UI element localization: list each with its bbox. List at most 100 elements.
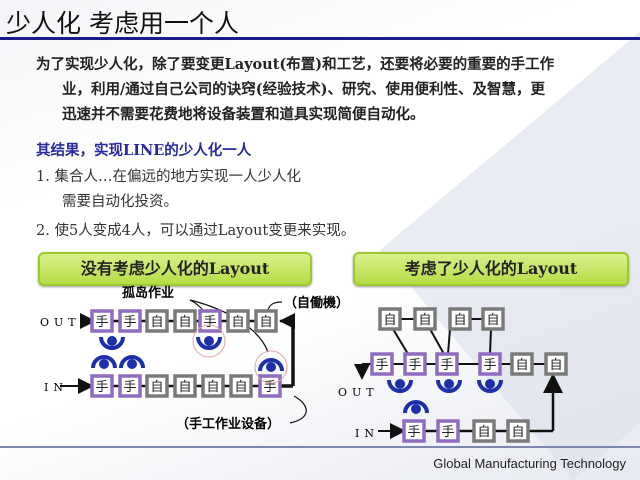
footer-text: Global Manufacturing Technology (433, 456, 626, 471)
auto-machine-box (510, 352, 534, 376)
list-item: 1. 集合人…在偏远的地方实现一人少人化 (36, 169, 301, 185)
station-label: 手 (408, 358, 421, 373)
station-label: 手 (95, 315, 108, 330)
intro-line: 为了实现少人化，除了要变更Layout(布置)和工艺，还要将必要的重要的手工作 (36, 56, 555, 73)
auto-machine-box (201, 374, 225, 398)
station-label: 手 (95, 380, 108, 395)
worker-icon (196, 336, 222, 350)
isolated-work-label: 孤岛作业 (122, 285, 174, 301)
worker-icon (99, 336, 125, 350)
auto-machine-box (229, 374, 253, 398)
list-item-continuation: 需要自动化投资。 (62, 194, 178, 210)
intro-line: 迅速并不需要花费地将设备装置和道具实现简便自动化。 (62, 106, 425, 123)
auto-machine-box (472, 419, 496, 443)
auto-machine-box (173, 374, 197, 398)
manual-station-box (478, 352, 502, 376)
left-out-label: OUT (40, 316, 81, 329)
worker-icon (444, 379, 454, 389)
connector-line (489, 328, 492, 355)
manual-station-box (90, 309, 114, 333)
auto-machine-box (226, 309, 250, 333)
station-label: 自 (549, 358, 562, 373)
station-label: 手 (440, 358, 453, 373)
station-label: 自 (477, 425, 490, 440)
station-label: 自 (511, 425, 524, 440)
highlight-circle (254, 350, 288, 384)
station-label: 手 (123, 315, 136, 330)
worker-icon (119, 355, 145, 369)
auto-machine-box (544, 352, 568, 376)
worker-icon (107, 336, 117, 346)
title-divider (0, 37, 640, 40)
worker-icon (266, 362, 276, 372)
intro-paragraph: 为了实现少人化，除了要变更Layout(布置)和工艺，还要将必要的重要的手工作 … (36, 52, 626, 127)
worker-icon (395, 379, 405, 389)
station-label: 自 (206, 380, 219, 395)
manual-station-box (118, 374, 142, 398)
station-label: 自 (178, 380, 191, 395)
worker-icon (204, 336, 214, 346)
connector-line (392, 328, 409, 355)
auto-machine-box (145, 374, 169, 398)
station-label: 手 (203, 315, 216, 330)
worker-icon (99, 359, 109, 369)
station-label: 自 (383, 313, 396, 328)
manual-station-box (370, 352, 394, 376)
worker-icon (403, 400, 429, 414)
manual-station-box (258, 374, 282, 398)
station-label: 自 (150, 315, 163, 330)
station-label: 自 (259, 315, 272, 330)
station-label: 自 (231, 315, 244, 330)
auto-machine-box (173, 309, 197, 333)
auto-machine-box (481, 307, 505, 331)
connector-line (447, 328, 451, 355)
auto-machine-box (413, 307, 437, 331)
auto-machine-box (448, 307, 472, 331)
slide-title: 少人化 考虑用一个人 (6, 9, 239, 38)
worker-icon (387, 379, 413, 393)
result-heading: 其结果，实现LINE的少人化一人 (36, 142, 252, 159)
station-label: 手 (263, 380, 276, 395)
station-label: 自 (418, 313, 431, 328)
station-label: 自 (234, 380, 247, 395)
auto-machine-box (378, 307, 402, 331)
station-label: 手 (441, 425, 454, 440)
auto-machine-box (145, 309, 169, 333)
left-in-label: IN (44, 381, 68, 394)
footer-divider (0, 446, 640, 448)
callout-line (267, 301, 283, 311)
highlight-circle (192, 324, 226, 358)
manual-station-box (435, 352, 459, 376)
station-label: 自 (515, 358, 528, 373)
worker-icon (436, 379, 462, 393)
manual-equipment-label: （手工作业设备） (176, 416, 280, 432)
station-label: 手 (123, 380, 136, 395)
worker-icon (91, 355, 117, 369)
station-label: 手 (407, 425, 420, 440)
intro-line: 业，利用/通过自己公司的诀窍(经验技术)、研究、使用便利性、及智慧，更 (62, 81, 546, 98)
auto-machine-box (254, 309, 278, 333)
connector-line (429, 328, 445, 355)
manual-station-box (90, 374, 114, 398)
worker-icon (258, 358, 284, 372)
station-label: 自 (453, 313, 466, 328)
right-layout-heading: 考虑了少人化的Layout (353, 252, 629, 286)
manual-station-box (436, 419, 460, 443)
callout-line (289, 395, 307, 424)
right-out-label: OUT (338, 386, 379, 399)
list-item: 2. 使5人变成4人，可以通过Layout变更来实现。 (36, 223, 356, 239)
station-label: 手 (483, 358, 496, 373)
station-label: 自 (150, 380, 163, 395)
worker-icon (485, 379, 495, 389)
manual-station-box (402, 419, 426, 443)
manual-station-box (118, 309, 142, 333)
worker-icon (127, 359, 137, 369)
manual-station-box (403, 352, 427, 376)
station-label: 自 (486, 313, 499, 328)
worker-icon (411, 404, 421, 414)
station-label: 自 (178, 315, 191, 330)
right-in-label: IN (355, 427, 379, 440)
station-label: 手 (375, 358, 388, 373)
worker-icon (477, 379, 503, 393)
